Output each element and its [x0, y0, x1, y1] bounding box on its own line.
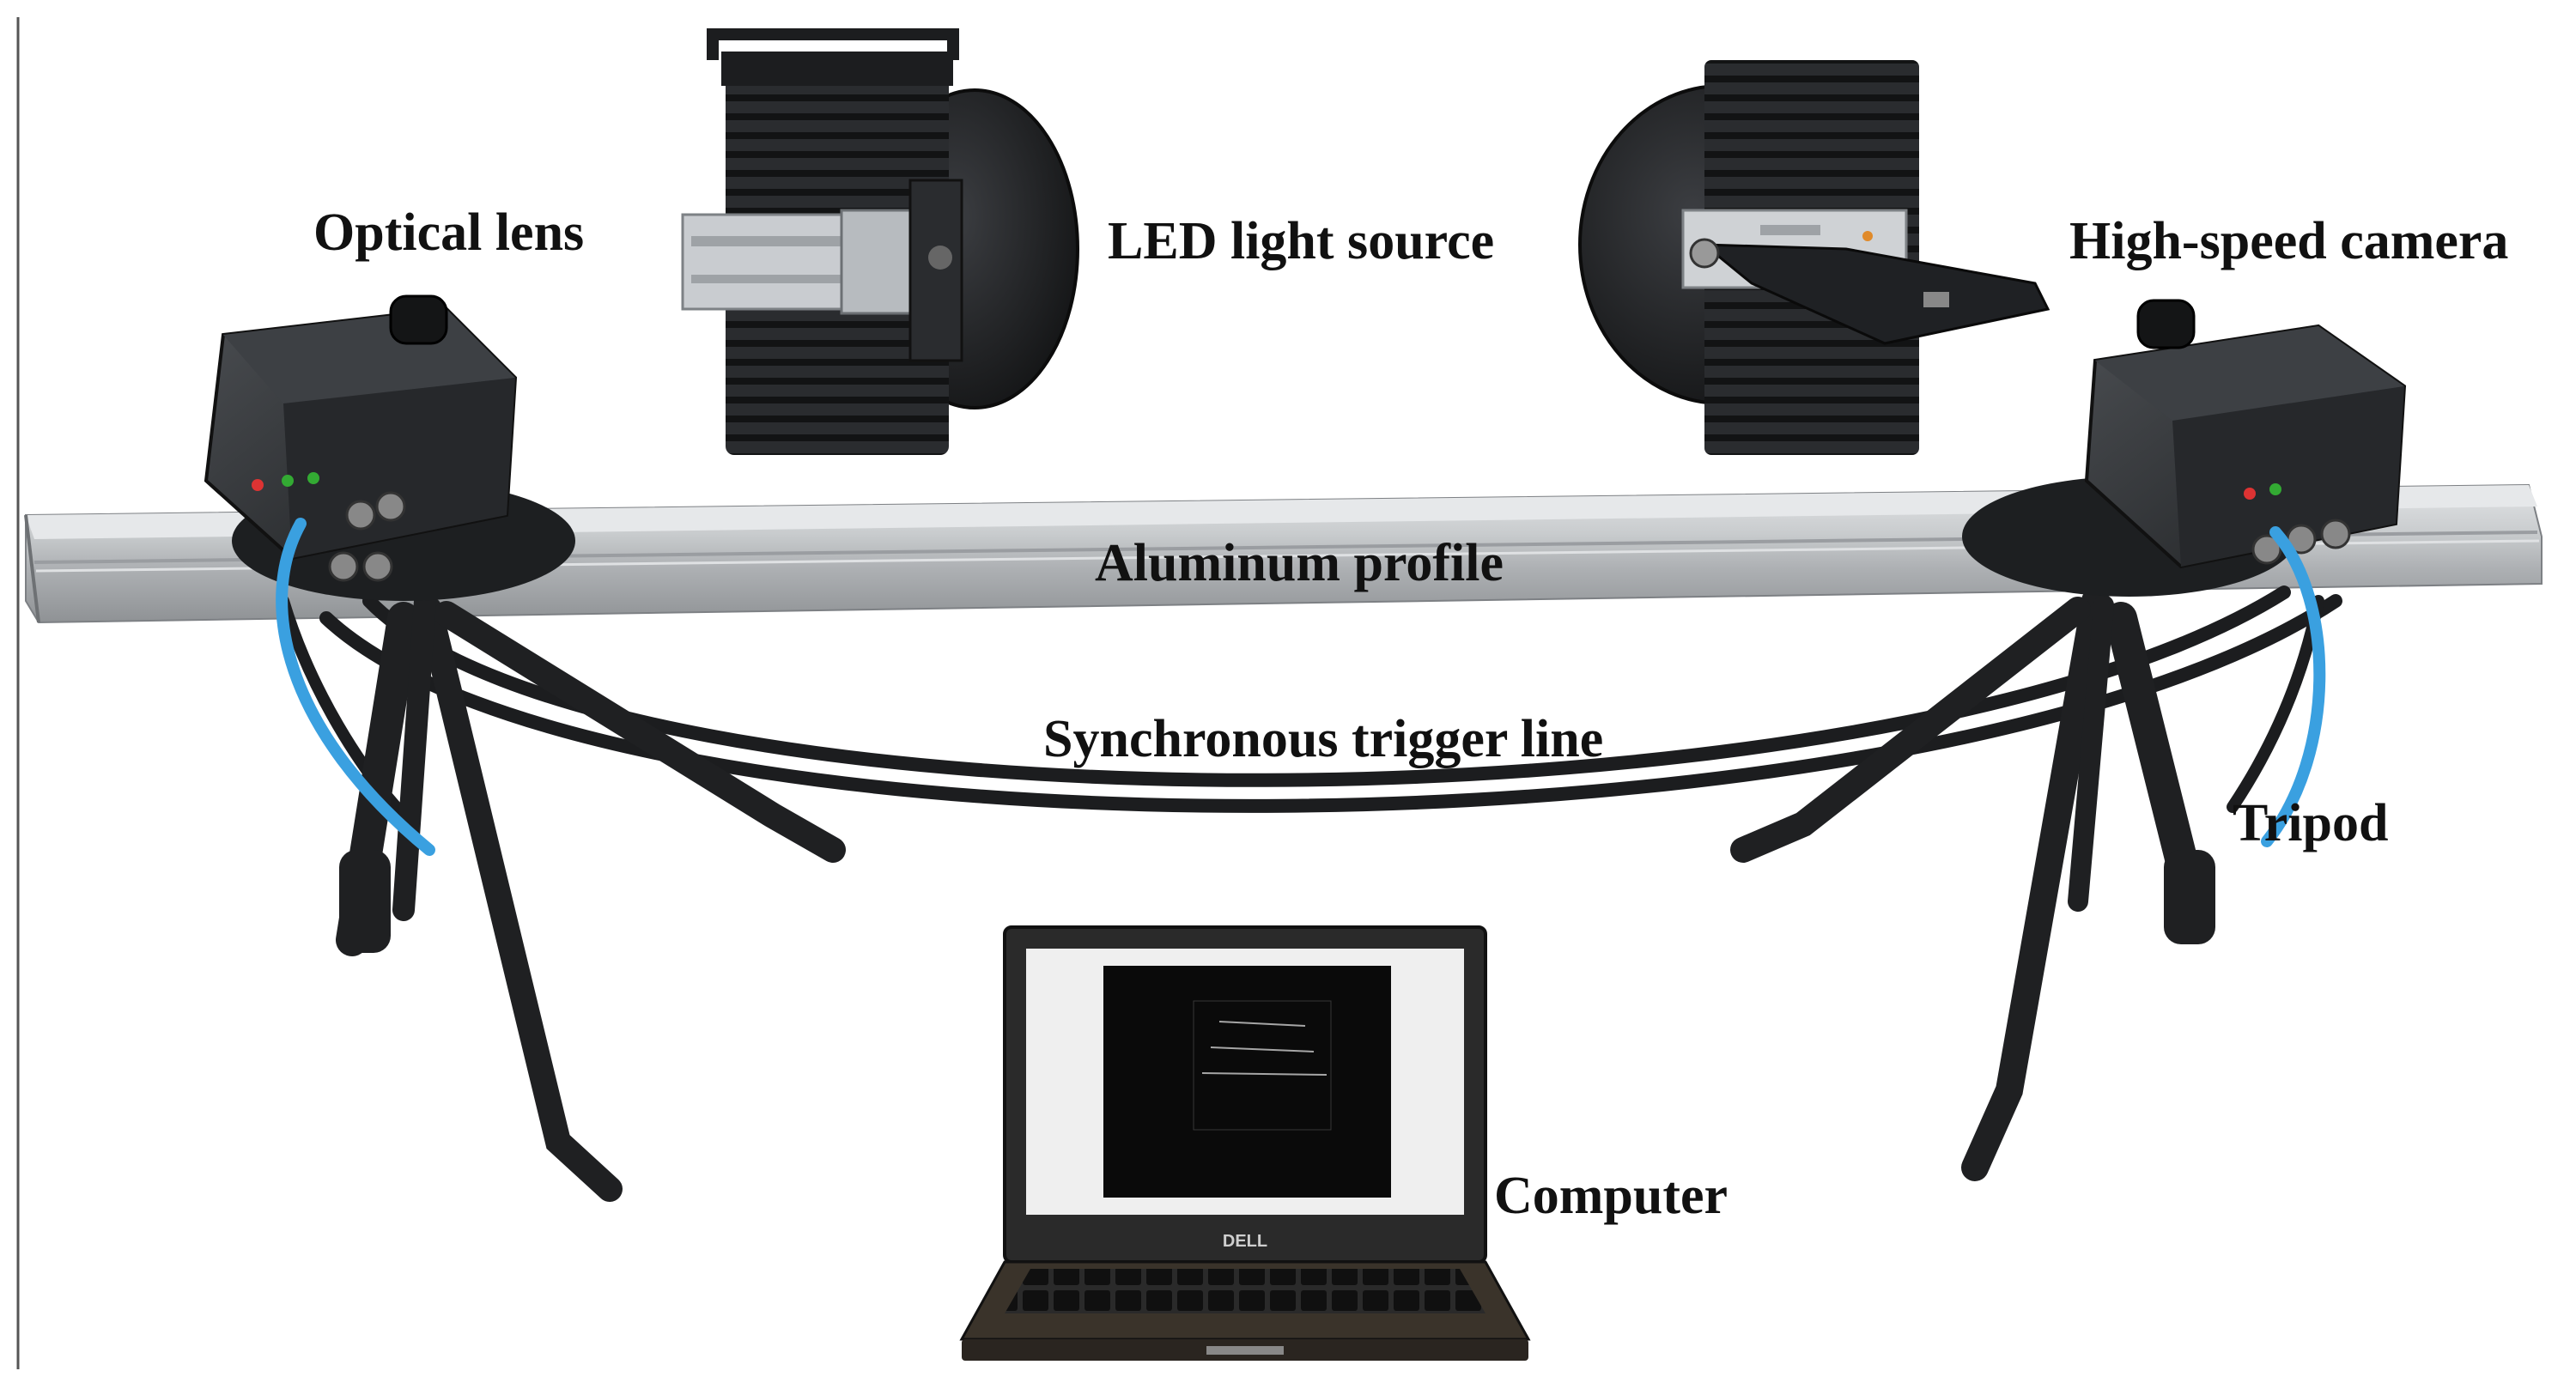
tripod-label: Tripod — [2233, 794, 2389, 852]
optical-lens-label: Optical lens — [313, 203, 585, 262]
led-light-fixture-left — [681, 28, 1079, 455]
aluminum-profile-label: Aluminum profile — [1095, 534, 1504, 592]
tripod-right — [1730, 587, 2215, 1181]
laptop-brand-logo: DELL — [1223, 1232, 1267, 1251]
high-speed-camera-label: High-speed camera — [2069, 212, 2509, 270]
computer-label: Computer — [1494, 1167, 1728, 1225]
synchronous-trigger-line-label: Synchronous trigger line — [1043, 710, 1604, 768]
high-speed-camera-right — [1962, 299, 2407, 847]
led-light-fixture-right — [1578, 60, 2050, 455]
high-speed-camera-left — [204, 294, 575, 856]
led-light-source-label: LED light source — [1108, 212, 1495, 270]
laptop-computer: DELL — [959, 925, 1531, 1361]
tripod-left — [336, 590, 846, 1202]
aluminum-profile-rail — [24, 483, 2543, 624]
